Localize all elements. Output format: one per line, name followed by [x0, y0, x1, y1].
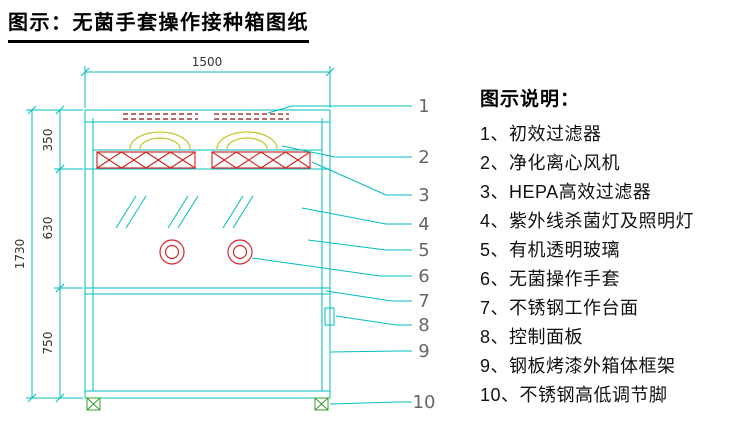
legend-item-1: 1、初效过滤器 — [480, 124, 602, 144]
glove-ports — [159, 239, 253, 265]
cabinet-outline — [84, 109, 331, 399]
control-panel — [324, 307, 335, 326]
header: 图示：无菌手套操作接种箱图纸 — [8, 6, 309, 43]
dim-750-label: 750 — [41, 332, 55, 355]
callout-8: 8 — [418, 315, 429, 336]
callout-9: 9 — [418, 341, 429, 362]
dim-width-label: 1500 — [192, 55, 223, 69]
legend-item-3: 3、HEPA高效过滤器 — [480, 182, 652, 202]
legend-item-10: 10、不锈钢高低调节脚 — [480, 385, 668, 405]
drawing-canvas: 1500 350 630 750 1730 1 2 3 4 5 6 7 8 9 … — [13, 55, 436, 413]
legend-item-9: 9、钢板烤漆外箱体框架 — [480, 356, 676, 376]
dim-total-label: 1730 — [13, 239, 27, 270]
callout-3: 3 — [418, 185, 429, 206]
dimension-lines — [26, 66, 335, 403]
legend-item-5: 5、有机透明玻璃 — [480, 240, 621, 260]
foot-pads — [86, 397, 329, 411]
legend-list: 1、初效过滤器 2、净化离心风机 3、HEPA高效过滤器 4、紫外线杀菌灯及照明… — [480, 120, 748, 410]
callout-1: 1 — [418, 96, 429, 117]
callout-2: 2 — [418, 147, 429, 168]
callout-10: 10 — [413, 392, 436, 413]
legend-item-6: 6、无菌操作手套 — [480, 269, 621, 289]
legend: 图示说明： 1、初效过滤器 2、净化离心风机 3、HEPA高效过滤器 4、紫外线… — [480, 84, 748, 410]
legend-item-7: 7、不锈钢工作台面 — [480, 298, 639, 318]
legend-item-2: 2、净化离心风机 — [480, 153, 621, 173]
callout-6: 6 — [418, 266, 429, 287]
hepa-filter-hatch — [96, 151, 311, 169]
callout-7: 7 — [418, 291, 429, 312]
glass-slash-marks — [115, 195, 254, 229]
fan-scroll-arcs — [129, 131, 278, 150]
page-title: 图示：无菌手套操作接种箱图纸 — [8, 6, 309, 43]
callout-5: 5 — [418, 240, 429, 261]
callout-4: 4 — [418, 214, 429, 235]
legend-item-8: 8、控制面板 — [480, 327, 584, 347]
primary-filter-dashes — [123, 113, 289, 120]
legend-title: 图示说明： — [480, 89, 581, 110]
leader-lines — [251, 105, 412, 405]
technical-drawing: 1500 350 630 750 1730 1 2 3 4 5 6 7 8 9 … — [0, 45, 470, 419]
legend-item-4: 4、紫外线杀菌灯及照明灯 — [480, 211, 695, 231]
dim-630-label: 630 — [41, 217, 55, 240]
dim-350-label: 350 — [41, 129, 55, 152]
